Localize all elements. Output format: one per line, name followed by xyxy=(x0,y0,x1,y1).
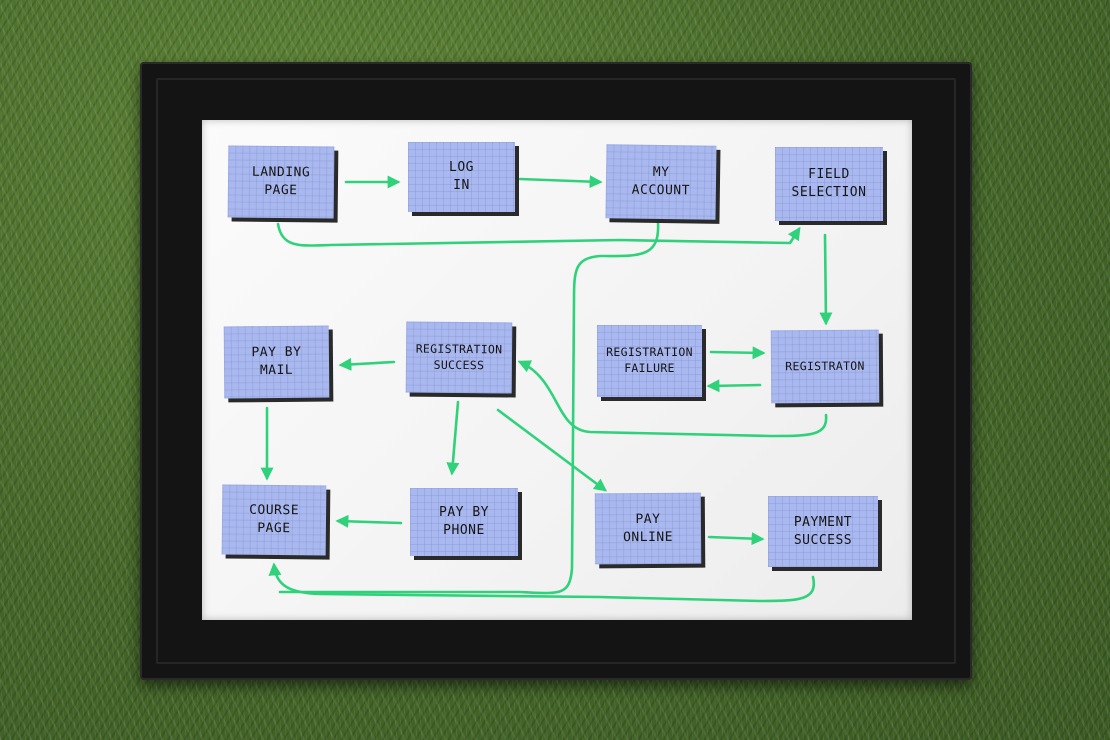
node-registration: REGISTRATON xyxy=(770,329,880,404)
edge-account-to-phone xyxy=(278,220,660,595)
edge-success-to-phone xyxy=(446,400,460,476)
edge-online-to-payment xyxy=(707,532,765,546)
edge-failure-to-registration xyxy=(709,346,766,360)
edge-phone-to-course xyxy=(335,514,403,528)
node-my-account: MY ACCOUNT xyxy=(605,144,717,220)
edge-registration-to-failure xyxy=(706,379,762,393)
node-registration-success: REGISTRATION SUCCESS xyxy=(405,321,513,394)
node-pay-by-phone: PAY BY PHONE xyxy=(410,488,518,556)
frame-inner-bevel xyxy=(156,78,956,664)
node-log-in: LOG IN xyxy=(408,142,515,212)
edge-landing-to-field xyxy=(276,222,801,247)
node-pay-online: PAY ONLINE xyxy=(594,492,702,565)
node-pay-by-mail: PAY BY MAIL xyxy=(223,325,330,399)
node-payment-success: PAYMENT SUCCESS xyxy=(768,496,878,567)
edge-login-to-account xyxy=(518,175,603,189)
node-landing-page: LANDING PAGE xyxy=(227,145,335,219)
node-field-selection: FIELD SELECTION xyxy=(775,147,883,221)
edge-success-to-online xyxy=(496,408,608,492)
node-registration-failure: REGISTRATION FAILURE xyxy=(597,325,702,397)
edge-registration-to-success xyxy=(517,360,828,438)
edge-payment-to-course xyxy=(268,562,816,603)
node-course-page: COURSE PAGE xyxy=(221,484,327,556)
edge-field-to-registration xyxy=(819,233,833,326)
edge-success-to-mail xyxy=(338,357,396,371)
